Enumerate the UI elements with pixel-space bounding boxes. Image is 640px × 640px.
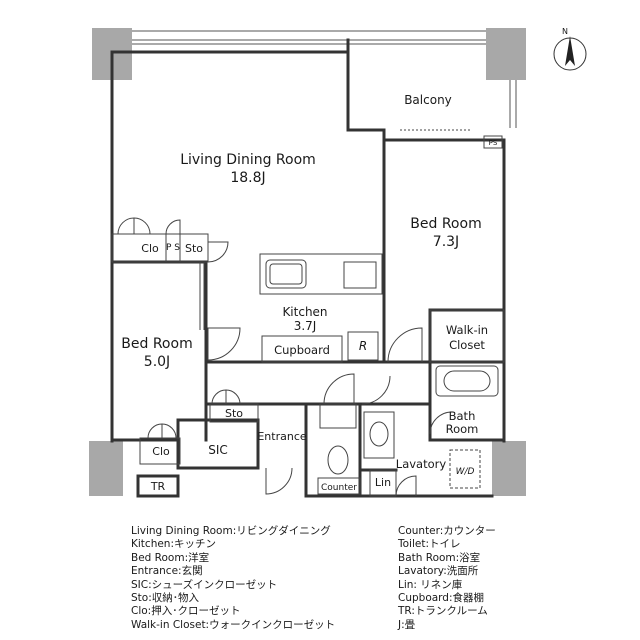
label-entrance: Entrance [257,430,307,443]
label-tr: TR [150,480,166,493]
legend-item: Kitchen:キッチン [131,538,216,551]
column-bottom-right [492,441,526,496]
legend-item: Bath Room:浴室 [398,551,481,564]
legend-item: TR:トランクルーム [398,605,488,618]
legend-left: Living Dining Room:リビングダイニング Kitchen:キッチ… [131,525,335,632]
label-sto-top: Sto [185,242,203,255]
label-cupboard: Cupboard [274,343,330,357]
label-lavatory: Lavatory [396,457,447,471]
label-walk-in-2: Closet [449,338,485,352]
label-living-dining-size: 18.8J [230,170,265,186]
label-bed-room-left-size: 5.0J [144,354,170,370]
compass-needle-icon [565,36,575,66]
legend-item: SIC:シューズインクローゼット [131,578,278,591]
label-kitchen-size: 3.7J [294,319,317,333]
label-sto-mid: Sto [225,407,243,420]
label-wd: W/D [456,467,475,477]
label-sic: SIC [208,443,228,457]
door-swings [117,217,453,497]
legend-item: Bed Room:洋室 [131,551,210,564]
label-lin: Lin [375,476,391,489]
label-counter: Counter [321,483,357,493]
label-bed-room-left: Bed Room [121,336,192,352]
legend-item: Sto:収納･物入 [131,591,199,604]
label-bed-room-right-size: 7.3J [433,234,459,250]
legend-item: Entrance:玄関 [131,565,203,578]
label-clo-top: Clo [141,242,159,255]
legend-item: Clo:押入･クローゼット [131,605,241,618]
label-north: N [562,27,568,36]
legend-item: Cupboard:食器棚 [398,591,485,604]
legend-right: Counter:カウンター Toilet:トイレ Bath Room:浴室 La… [398,525,496,632]
floor-plan-drawing: Balcony Living Dining Room 18.8J Bed Roo… [89,27,587,498]
legend-item: J:畳 [398,618,416,631]
interior-lines [111,129,505,497]
label-living-dining-room: Living Dining Room [180,152,316,168]
label-ps-mid: P S [166,243,180,253]
legend-item: Lin: リネン庫 [398,578,463,591]
label-bed-room-right: Bed Room [410,216,481,232]
label-bath-2: Room [446,422,479,436]
legend-item: Lavatory:洗面所 [398,565,479,578]
balcony-railing [132,30,517,128]
legend-item: Counter:カウンター [398,525,496,537]
column-bottom-left [89,441,123,496]
label-ps-top: PS [489,139,498,147]
label-balcony: Balcony [404,93,452,107]
label-walk-in-1: Walk-in [446,323,488,337]
walls [110,38,506,498]
legend-item: Walk-in Closet:ウォークインクローゼット [131,618,336,631]
label-refrigerator: R [359,339,367,353]
label-bath-1: Bath [449,409,476,423]
label-kitchen: Kitchen [282,305,327,319]
column-top-right [486,28,526,80]
north-arrow: N [553,27,587,71]
legend-item: Toilet:トイレ [398,538,461,551]
room-labels: Balcony Living Dining Room 18.8J Bed Roo… [121,93,498,493]
legend-item: Living Dining Room:リビングダイニング [131,525,331,537]
label-clo-bottom: Clo [152,445,170,458]
structural-columns [89,28,526,496]
